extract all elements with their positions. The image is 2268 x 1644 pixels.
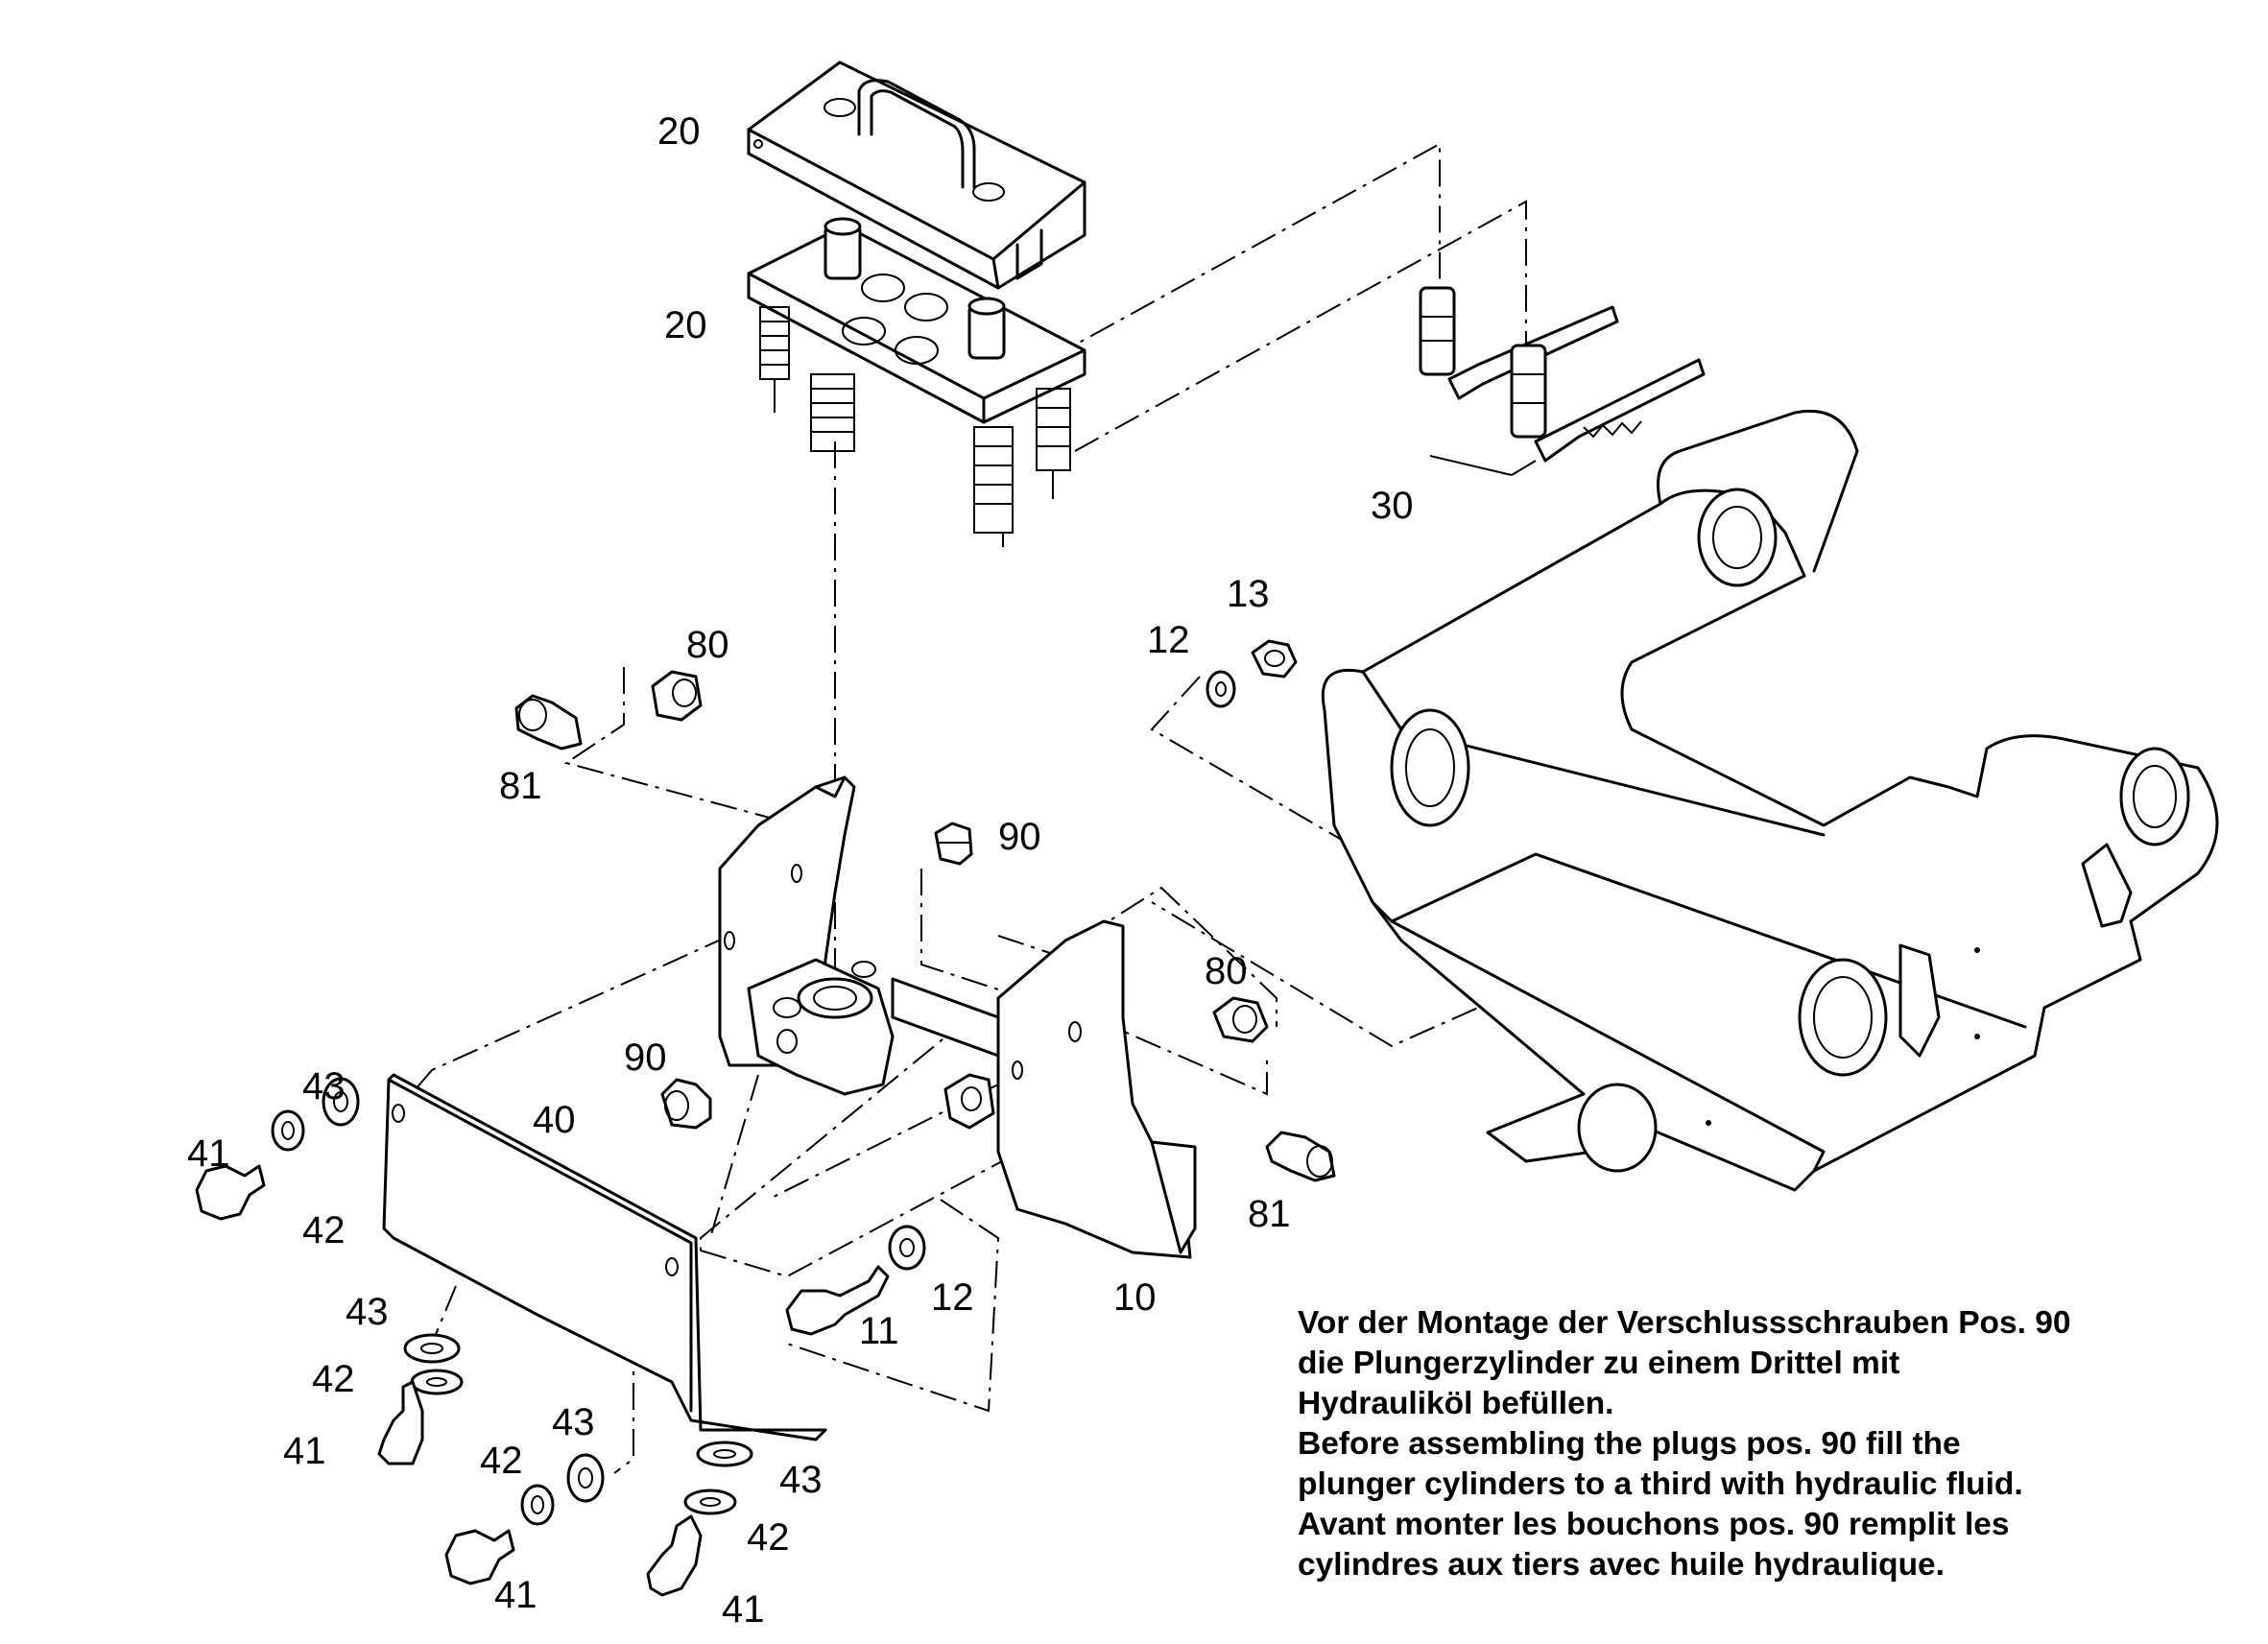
plug-90-top [934,822,973,866]
assembly-note: Vor der Montage der Verschlussschrauben … [1298,1303,2238,1585]
washer-43-mid [403,1333,461,1364]
washer-42-top [271,1109,305,1152]
label-20-block: 20 [664,304,707,346]
washer-43-top [322,1077,360,1127]
label-90-left: 90 [624,1036,667,1079]
washer-42-low [520,1484,555,1526]
bolt-41-lowright [646,1514,703,1597]
note-de-line-2: die Plungerzylinder zu einem Drittel mit [1298,1346,1900,1381]
guard-plate-20 [747,60,1086,290]
label-90-top: 90 [998,816,1041,858]
washer-42-mid [410,1369,464,1395]
label-30: 30 [1371,485,1414,527]
label-41-mid: 41 [283,1430,326,1472]
hose-fittings-30 [1419,286,1706,476]
note-fr-line-2: cylindres aux tiers avec huile hydrauliq… [1298,1547,1945,1583]
note-en-line-1: Before assembling the plugs pos. 90 fill… [1298,1426,1961,1462]
quick-coupler-frame [1321,409,2219,1192]
label-11: 11 [859,1310,899,1352]
sleeve-80-right [1212,996,1269,1043]
label-10: 10 [1113,1276,1157,1319]
label-43-lowright: 43 [779,1459,823,1501]
label-42-mid: 42 [312,1358,355,1400]
coupling-block-20 [747,217,1086,547]
label-20-top: 20 [657,110,701,153]
bolt-41-low [444,1529,515,1585]
label-81-right: 81 [1248,1193,1291,1235]
label-42-top: 42 [302,1209,346,1251]
position-labels: 20 20 30 13 12 80 81 90 80 90 43 40 41 4… [187,110,1414,1631]
washer-43-lowright [696,1441,753,1467]
label-42-low: 42 [480,1440,523,1482]
label-81-top: 81 [499,765,542,807]
plug-90-left [660,1078,712,1130]
screw-81-right [1265,1131,1336,1182]
label-42-lowright: 42 [747,1516,790,1559]
bolt-11 [785,1265,890,1336]
washer-42-lowright [683,1489,737,1515]
note-en-line-2: plunger cylinders to a third with hydrau… [1298,1466,2023,1502]
bolt-41-mid [377,1380,424,1465]
bracket-right-10 [943,919,1197,1259]
note-de-line-1: Vor der Montage der Verschlussschrauben … [1298,1305,2071,1341]
washer-43-low [566,1453,605,1503]
bolt-41-top [195,1164,266,1221]
label-43-mid: 43 [346,1291,389,1333]
label-43-top: 43 [302,1065,346,1108]
label-12-right: 12 [1147,619,1190,661]
sleeve-80-top [651,670,703,722]
label-13: 13 [1227,573,1270,615]
label-41-low: 41 [494,1574,537,1616]
nut-13 [1251,639,1298,679]
note-fr-line-1: Avant monter les bouchons pos. 90 rempli… [1298,1507,2010,1542]
label-40: 40 [533,1099,576,1141]
washer-12-bottom [888,1225,926,1271]
washer-12-right [1206,670,1236,708]
label-41-lowright: 41 [722,1588,765,1631]
screw-81-top [514,694,583,751]
cylinder-housing [747,958,1000,1096]
label-80-top: 80 [686,624,729,666]
label-80-right: 80 [1205,950,1248,992]
cover-plate-40 [382,1073,827,1441]
label-12-bottom: 12 [931,1276,974,1319]
label-43-low: 43 [552,1401,595,1443]
label-41-top: 41 [187,1132,230,1175]
note-de-line-3: Hydrauliköl befüllen. [1298,1386,1614,1421]
